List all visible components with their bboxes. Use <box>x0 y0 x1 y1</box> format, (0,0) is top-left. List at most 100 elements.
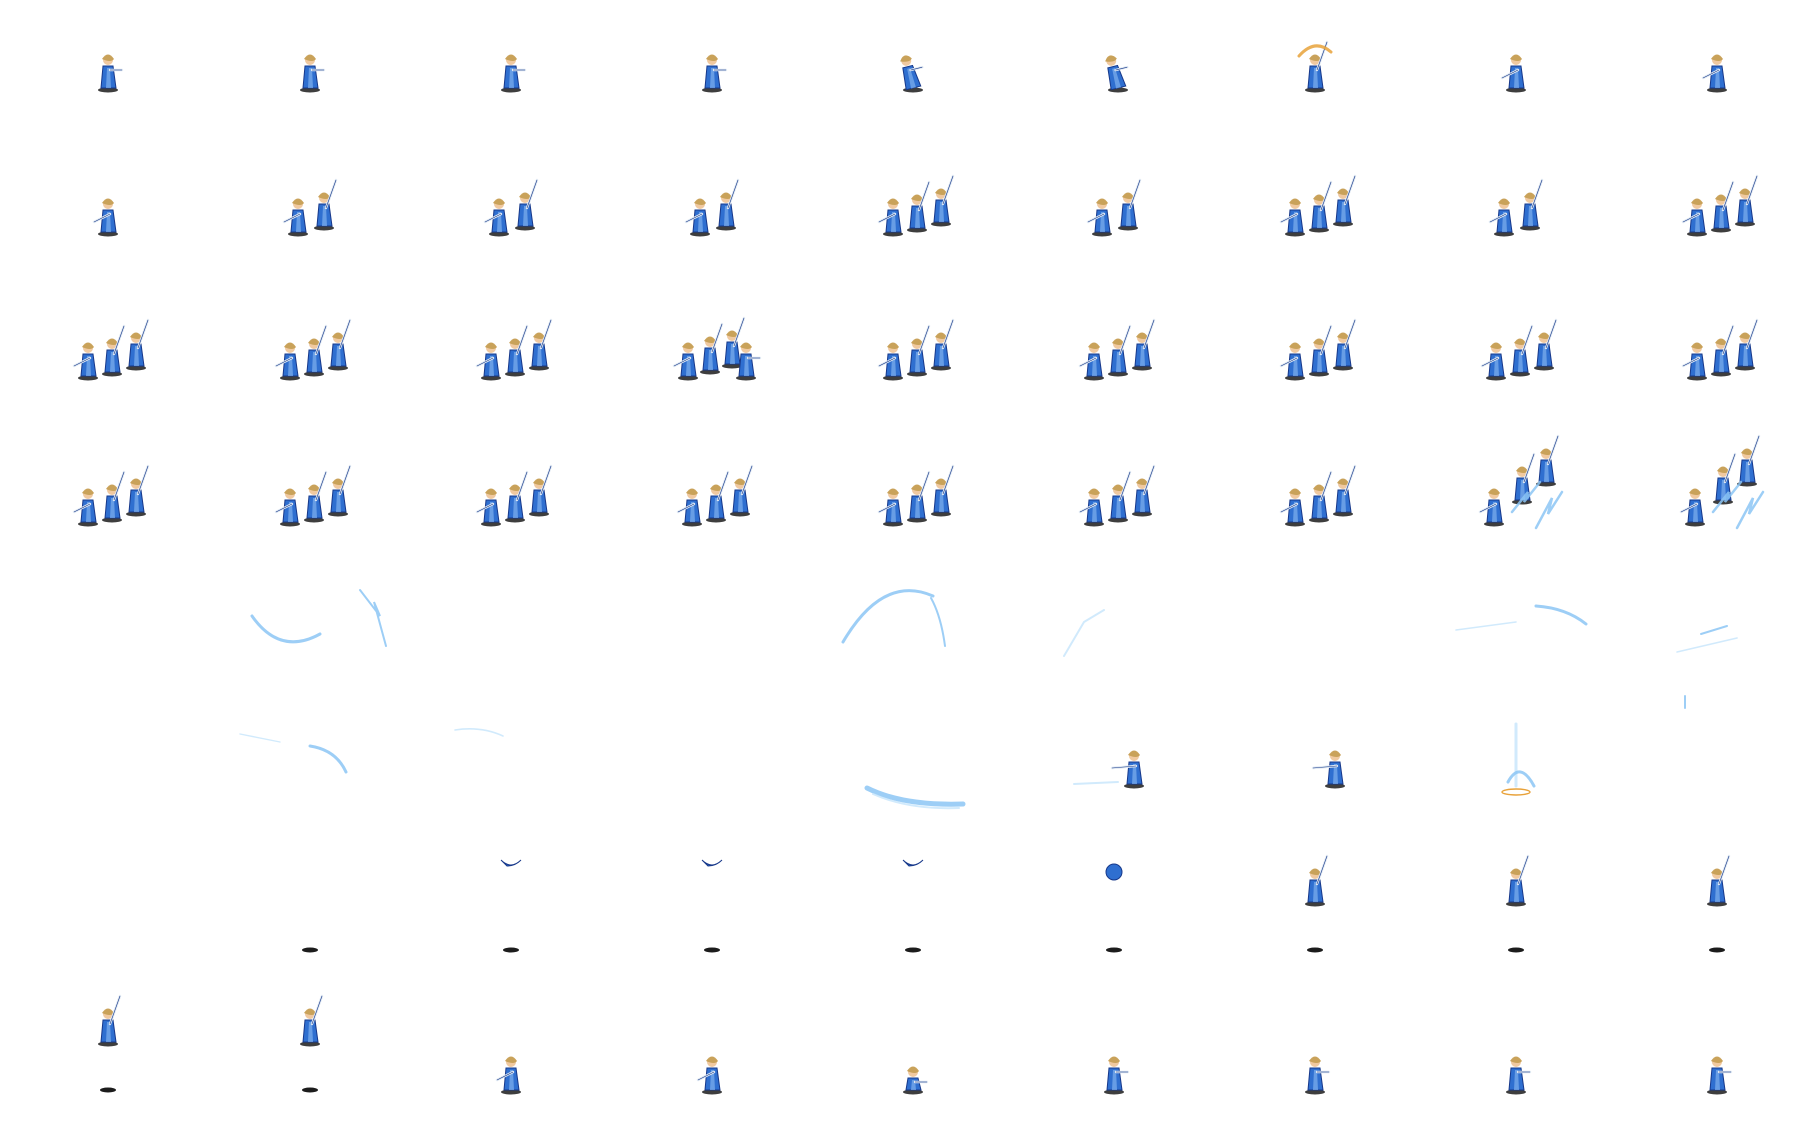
sprite-canvas <box>1297 40 1333 93</box>
sprite-canvas <box>877 318 955 381</box>
sprite-frame <box>1014 546 1214 690</box>
sprite-canvas <box>1681 318 1759 381</box>
sprite-canvas <box>1078 464 1156 527</box>
character-sprite <box>328 318 352 371</box>
sprite-frame <box>612 256 812 400</box>
sprite-canvas <box>302 947 318 953</box>
slash-effect <box>1510 480 1542 514</box>
character-sprite <box>696 1056 722 1095</box>
sprite-frame <box>1416 970 1616 1114</box>
sprite-canvas <box>1105 863 1123 953</box>
sprite-frame <box>1416 830 1616 974</box>
slash-effect <box>1534 490 1564 530</box>
sprite-frame <box>1617 546 1809 709</box>
character-sprite <box>304 324 328 377</box>
sprite-canvas <box>1488 178 1544 237</box>
sprite-canvas <box>274 318 352 381</box>
slash-effect <box>841 589 935 644</box>
character-sprite <box>1104 1056 1130 1095</box>
sprite-frame <box>210 830 410 974</box>
sprite-canvas <box>92 198 118 237</box>
character-sprite <box>1305 854 1329 907</box>
slash-effect <box>454 728 504 737</box>
sprite-frame <box>612 0 812 112</box>
sprite-frame <box>210 0 410 112</box>
character-sprite <box>1536 434 1560 487</box>
sprite-frame <box>612 830 812 974</box>
character-sprite <box>1311 750 1345 789</box>
sprite-frame <box>1416 256 1616 400</box>
sprite-canvas <box>501 54 527 93</box>
sprite-frame <box>8 112 208 256</box>
sprite-canvas <box>1105 55 1129 93</box>
character-sprite <box>672 342 698 381</box>
sprite-frame <box>1215 546 1415 690</box>
sprite-canvas <box>902 859 924 953</box>
character-sprite <box>274 488 300 527</box>
slash-effect <box>359 589 387 647</box>
character-sprite <box>274 342 300 381</box>
slash-effect <box>1455 621 1517 631</box>
character-sprite <box>1500 54 1526 93</box>
character-sprite <box>1078 342 1104 381</box>
sprite-frame <box>210 546 410 690</box>
sprite-frame <box>813 970 1013 1114</box>
sprite-canvas <box>1681 174 1759 237</box>
sprite-frame <box>1215 690 1415 834</box>
character-sprite <box>702 54 728 93</box>
slash-effect <box>1506 770 1536 788</box>
sprite-canvas <box>495 1056 521 1095</box>
character-sprite <box>1506 854 1530 907</box>
sprite-frame <box>813 690 1013 834</box>
sprite-frame <box>1617 0 1809 112</box>
character-sprite <box>1711 324 1735 377</box>
character-sprite <box>102 324 126 377</box>
sprite-canvas <box>98 994 122 1093</box>
sprite-frame <box>411 402 611 546</box>
sprite-frame <box>1014 0 1214 112</box>
character-sprite <box>92 198 118 237</box>
sprite-canvas <box>1676 625 1738 709</box>
character-sprite <box>1711 180 1735 233</box>
slash-effect <box>864 785 966 807</box>
sprite-frame <box>612 970 812 1114</box>
sprite-frame <box>411 256 611 400</box>
sprite-frame <box>1014 690 1214 834</box>
character-sprite <box>676 488 702 527</box>
sprite-frame <box>1215 830 1415 974</box>
character-sprite <box>1681 342 1707 381</box>
sprite-frame <box>1215 0 1415 112</box>
sprite-canvas <box>1506 854 1530 953</box>
character-sprite <box>282 198 308 237</box>
character-sprite <box>304 470 328 523</box>
sprite-frame <box>1215 112 1415 256</box>
sprite-canvas <box>612 546 812 690</box>
character-sprite <box>300 994 324 1047</box>
sprite-frame <box>1416 690 1616 834</box>
character-sprite <box>722 316 746 369</box>
character-sprite <box>736 342 762 381</box>
character-sprite <box>684 198 710 237</box>
sprite-canvas <box>1305 1056 1331 1095</box>
character-sprite <box>98 994 122 1047</box>
sprite-frame <box>1416 0 1616 112</box>
sprite-canvas <box>8 690 208 834</box>
sprite-frame <box>8 970 208 1114</box>
sprite-canvas <box>864 785 966 810</box>
sprite-canvas <box>411 546 611 690</box>
sprite-frame <box>8 256 208 400</box>
sprite-canvas <box>1279 464 1357 527</box>
sprite-canvas <box>274 464 352 527</box>
sprite-canvas <box>900 55 924 93</box>
sprite-canvas <box>8 546 208 690</box>
sprite-frame <box>1617 256 1809 400</box>
character-sprite <box>126 318 150 371</box>
sprite-frame <box>210 970 410 1114</box>
character-sprite <box>1520 178 1544 231</box>
character-sprite <box>1305 1056 1331 1095</box>
sprite-canvas <box>239 733 348 774</box>
sprite-canvas <box>1506 1056 1532 1095</box>
sprite-canvas <box>500 859 522 953</box>
character-sprite <box>72 342 98 381</box>
sprite-frame <box>8 402 208 546</box>
